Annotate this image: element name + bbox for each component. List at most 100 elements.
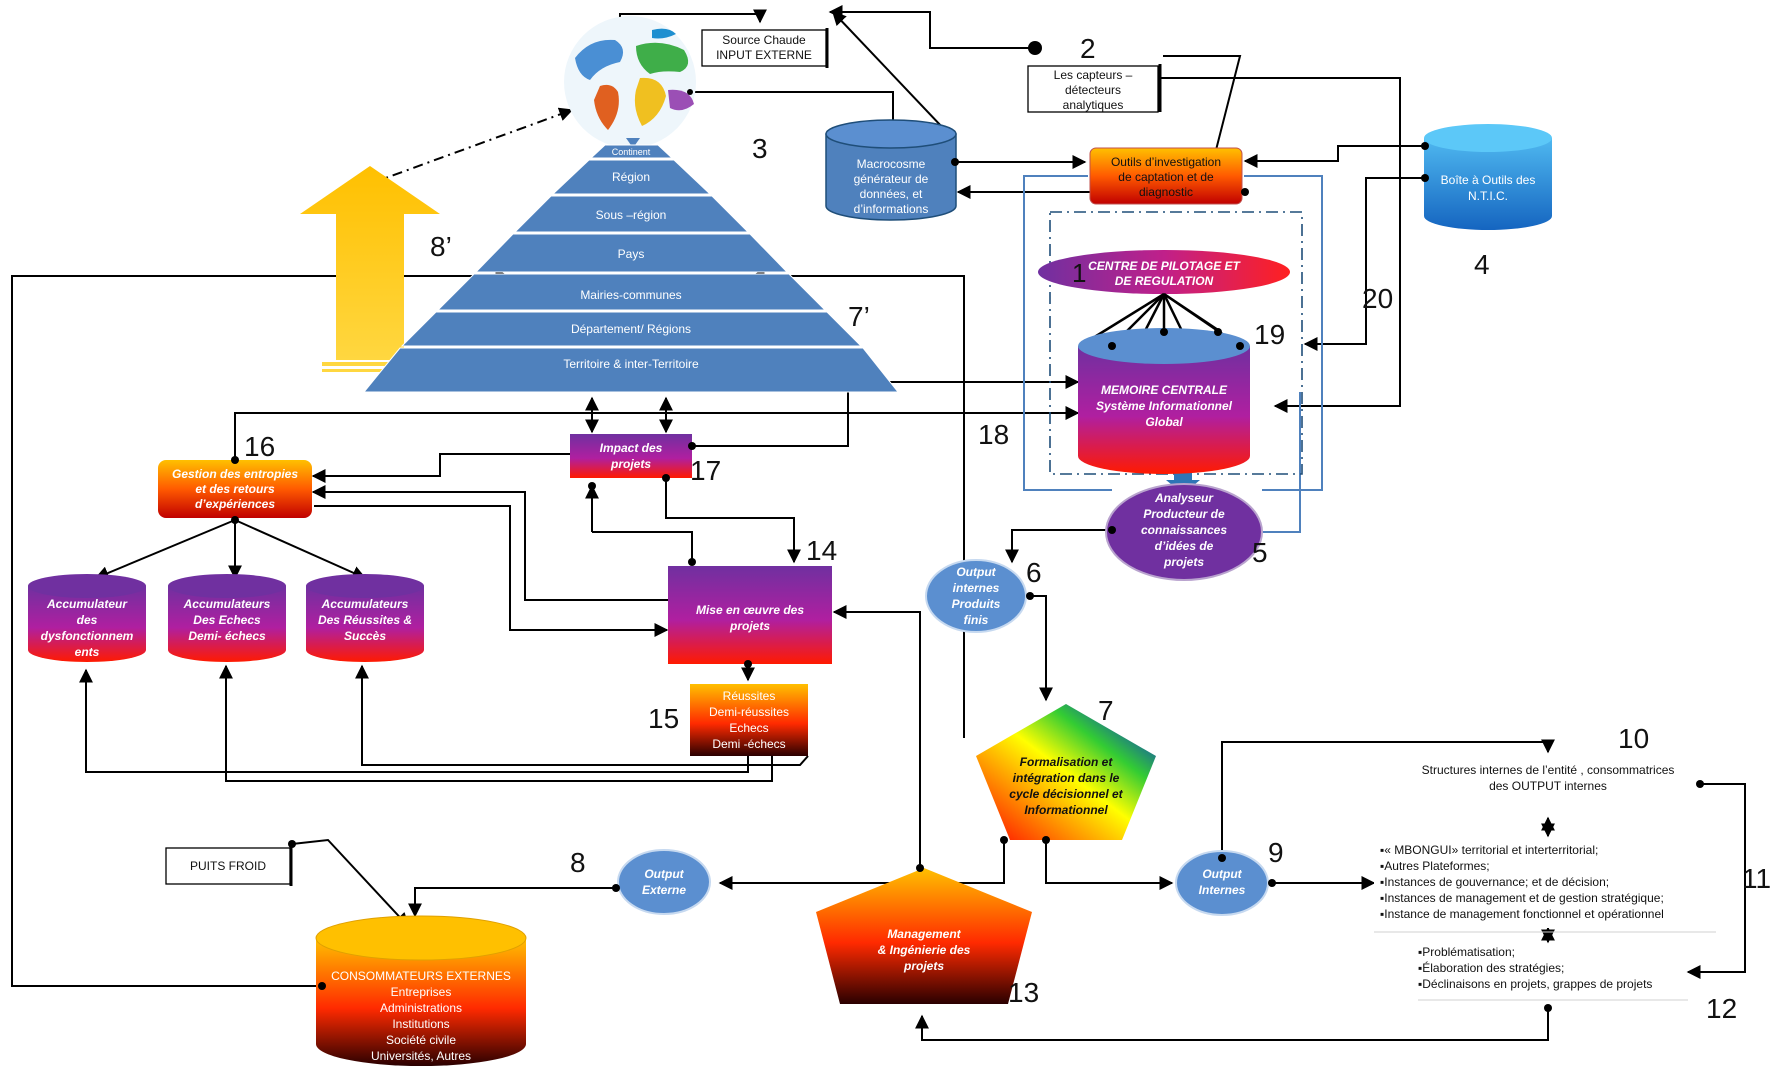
oif-text-1: Output [956,565,996,579]
impact-text-2: projets [610,457,651,471]
acc2-text-2: Des Echecs [193,613,261,627]
number-11: 11 [1742,863,1771,894]
results-text-3: Echecs [729,721,768,735]
results-text-2: Demi-réussites [709,705,789,719]
oif-text-4: finis [964,613,989,627]
consommateurs-item-2: Administrations [380,1001,462,1015]
tools-text-1: Outils d’investigation [1111,155,1221,169]
consommateurs-item-3: Institutions [392,1017,449,1031]
macrocosme-text-4: d’informations [854,202,929,216]
formal-text-2: intégration dans le [1013,771,1120,785]
oif-text-2: internes [953,581,1000,595]
puits-text: PUITS FROID [190,859,266,873]
analyseur-text-4: d’idées de [1155,539,1214,553]
globe-icon [564,16,696,148]
consommateurs-cylinder: CONSOMMATEURS EXTERNES Entreprises Admin… [315,915,527,1066]
formalisation-pentagon: Formalisation et intégration dans le cyc… [976,704,1156,840]
gestion-text-2: et des retours [195,482,275,496]
formal-text-3: cycle décisionnel et [1009,787,1123,801]
mise-text-1: Mise en œuvre des [696,603,804,617]
output-internes-text-1: Output [1202,867,1242,881]
consommateurs-item-1: Entreprises [391,985,452,999]
gestion-box: Gestion des entropies et des retours d’e… [158,460,312,518]
tools-text-3: diagnostic [1139,185,1193,199]
structures-text: Structures internes de l’entité , consom… [1422,763,1675,793]
up-arrow [300,166,440,372]
mise-box: Mise en œuvre des projets [668,566,832,664]
instances-item-1: ▪« MBONGUI» territorial et interterritor… [1380,843,1598,857]
number-20: 20 [1362,283,1393,314]
output-externe-text-2: Externe [642,883,686,897]
formal-text-4: Informationnel [1024,803,1108,817]
consommateurs-item-4: Société civile [386,1033,456,1047]
analyseur-text-3: connaissances [1141,523,1227,537]
pyramid: Continent Région Sous –région Pays Mairi… [362,138,900,393]
management-text-1: Management [887,927,961,941]
output-externe: Output Externe [617,849,711,915]
tools-text-2: de captation et de [1118,170,1214,184]
number-10: 10 [1618,723,1649,754]
instances-item-3: ▪Instances de gouvernance; et de décisio… [1380,875,1609,889]
acc3-text-1: Accumulateurs [321,597,409,611]
number-16: 16 [244,431,275,462]
accumulator-dysfonctionnements: Accumulateur des dysfonctionnem ents [28,574,146,662]
structures-line-1: Structures internes de l’entité , consom… [1422,763,1675,777]
memoire-text-1: MEMOIRE CENTRALE [1101,383,1228,397]
results-box: Réussites Demi-réussites Echecs Demi -éc… [690,684,808,756]
connectors [11,5,1746,1041]
ntic-text-2: N.T.I.C. [1468,189,1508,203]
number-2: 2 [1080,33,1096,64]
macrocosme-text-1: Macrocosme [857,157,926,171]
macrocosme-cylinder: Macrocosme générateur de données, et d’i… [825,119,957,221]
pyramid-level-sous-region: Sous –région [596,208,667,222]
structures-line-2: des OUTPUT internes [1489,779,1607,793]
source-box: Source Chaude INPUT EXTERNE [701,28,829,68]
memoire-text-3: Global [1145,415,1183,429]
strategy-item-3: ▪Déclinaisons en projets, grappes de pro… [1418,977,1652,991]
sensors-text-3: analytiques [1063,98,1124,112]
pyramid-level-region: Région [612,170,650,184]
down-arrow [1166,472,1200,494]
memoire-text-2: Système Informationnel [1096,399,1233,413]
strategy-item-1: ▪Problématisation; [1418,945,1515,959]
analyseur-node: Analyseur Producteur de connaissances d’… [1105,483,1263,581]
accumulator-echecs: Accumulateurs Des Echecs Demi- échecs [168,574,286,662]
output-internes: Output Internes [1175,850,1269,916]
control-frame [1049,211,1303,475]
accumulator-reussites: Accumulateurs Des Réussites & Succès [306,574,424,662]
number-14: 14 [806,535,837,566]
number-7: 7 [1098,695,1114,726]
pyramid-level-territoire: Territoire & inter-Territoire [563,357,699,371]
ntic-cylinder: Boîte à Outils des N.T.I.C. [1424,124,1552,230]
impact-text-1: Impact des [600,441,663,455]
analyseur-text-2: Producteur de [1143,507,1225,521]
acc1-text-1: Accumulateur [46,597,128,611]
results-text-4: Demi -échecs [712,737,785,751]
instances-item-2: ▪Autres Plateformes; [1380,859,1490,873]
number-7p: 7’ [848,301,870,332]
step-numbers: 1 2 3 4 5 6 7 7’ 8 8’ 9 10 11 12 13 14 1… [244,33,1771,1024]
acc2-text-1: Accumulateurs [183,597,271,611]
management-pentagon: Management & Ingénierie des projets [816,868,1032,1004]
sensors-box: Les capteurs – détecteurs analytiques [1027,64,1162,113]
strategy-item-2: ▪Élaboration des stratégies; [1418,960,1564,975]
acc1-text-4: ents [75,645,100,659]
centre-text-2: DE REGULATION [1115,274,1214,288]
number-6: 6 [1026,557,1042,588]
number-3: 3 [752,133,768,164]
number-4: 4 [1474,249,1490,280]
acc3-text-3: Succès [344,629,386,643]
connector-dots [231,89,1429,892]
instances-item-5: ▪Instance de management fonctionnel et o… [1380,907,1664,921]
acc1-text-2: des [77,613,98,627]
results-text-1: Réussites [723,689,776,703]
sensor-dot [1028,41,1042,55]
source-text-2: INPUT EXTERNE [716,48,812,62]
memoire-cylinder: MEMOIRE CENTRALE Système Informationnel … [1078,328,1250,474]
gestion-text-1: Gestion des entropies [172,467,298,481]
source-text-1: Source Chaude [722,33,806,47]
acc2-text-3: Demi- échecs [188,629,266,643]
analyseur-text-1: Analyseur [1154,491,1214,505]
mise-text-2: projets [729,619,770,633]
